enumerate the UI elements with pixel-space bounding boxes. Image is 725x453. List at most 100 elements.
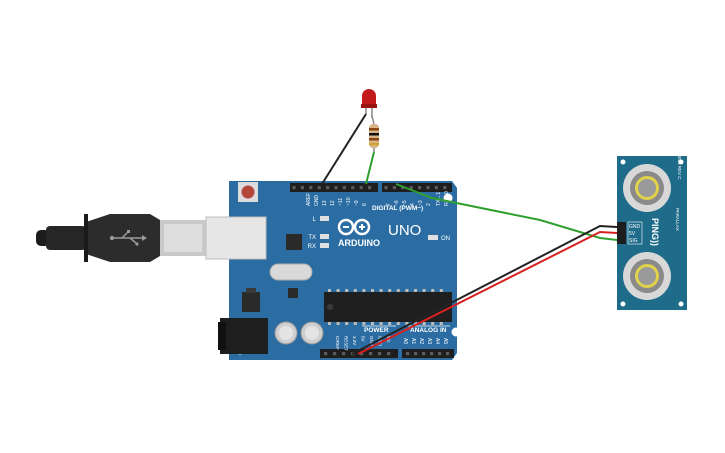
svg-text:5V: 5V: [629, 231, 636, 237]
digital-pin-label: ~5: [402, 200, 408, 206]
header-pin-hole[interactable]: [369, 352, 373, 356]
header-pin-hole[interactable]: [351, 186, 355, 190]
led-label-tx: TX: [308, 235, 316, 241]
header-pin-hole[interactable]: [326, 186, 330, 190]
header-pin-hole[interactable]: [414, 352, 418, 356]
digital-pin-label: ~6: [394, 200, 400, 206]
transducer-bottom: [623, 252, 671, 300]
header-pin-hole[interactable]: [378, 352, 382, 356]
small-chip: [288, 288, 298, 298]
microcontroller-chip: [324, 289, 452, 325]
usb-port: [205, 216, 267, 260]
analog-pin-label: A4: [434, 338, 440, 344]
wire-sensor-5v[interactable]: [357, 230, 618, 355]
mounting-hole: [451, 327, 461, 337]
header-pin-hole[interactable]: [360, 352, 364, 356]
analog-pin-label: A0: [402, 338, 408, 344]
analog-header: [402, 349, 454, 358]
sensor-pin-header: [617, 222, 626, 244]
analog-pin-label: A2: [418, 338, 424, 344]
digital-pin-label: ~10: [346, 197, 352, 206]
header-pin-hole[interactable]: [418, 186, 422, 190]
sensor-hole: [678, 159, 684, 165]
header-pin-hole[interactable]: [384, 186, 388, 190]
digital-pin-label: 4: [410, 203, 416, 206]
wire-sensor-gnd[interactable]: [351, 224, 618, 355]
digital-pin-label: AREF: [306, 193, 312, 206]
svg-text:SIG: SIG: [629, 238, 638, 244]
header-pin-hole[interactable]: [387, 352, 391, 356]
digital-pin-label: GND: [314, 195, 320, 207]
led-label-rx: RX: [308, 244, 316, 250]
digital-pin-label: ~11: [338, 198, 344, 206]
board-leds: L TX RX ON: [308, 216, 450, 250]
sensor-pin-labels: GND 5V SIG: [627, 221, 643, 245]
header-pin-hole[interactable]: [324, 352, 328, 356]
header-pin-hole[interactable]: [342, 186, 346, 190]
header-pin-hole[interactable]: [409, 186, 413, 190]
ultrasonic-sensor[interactable]: GND 5V SIG PING)) PARALLAX 28015 REV C: [617, 152, 687, 310]
header-pin-hole[interactable]: [438, 352, 442, 356]
power-pin-label: RESET: [344, 336, 349, 351]
header-pin-hole[interactable]: [446, 352, 450, 356]
power-pin-label: GND: [378, 336, 383, 347]
digital-header-right: [382, 183, 452, 192]
header-pin-hole[interactable]: [392, 186, 396, 190]
power-jack: [218, 318, 268, 354]
crystal: [269, 263, 313, 281]
header-pin-hole[interactable]: [359, 186, 363, 190]
header-pin-hole[interactable]: [292, 186, 296, 190]
header-pin-hole[interactable]: [317, 186, 321, 190]
power-pin-label: IOREF: [335, 336, 340, 350]
red-led[interactable]: [361, 89, 377, 118]
digital-pin-label: ~3: [418, 200, 424, 206]
header-pin-hole[interactable]: [443, 186, 447, 190]
digital-pin-label: ~9: [354, 200, 360, 206]
regulator: [242, 292, 260, 312]
digital-pin-label: 2: [426, 203, 432, 206]
wire-resistor-pin9[interactable]: [365, 151, 375, 185]
header-pin-hole[interactable]: [309, 186, 313, 190]
analog-pin-label: A5: [442, 338, 448, 344]
sensor-name: PING)): [650, 218, 660, 246]
power-pin-label: 5V: [361, 336, 366, 342]
analog-pin-label: A3: [426, 338, 432, 344]
wire-sig-pin7[interactable]: [395, 183, 618, 241]
model-label: UNO: [388, 222, 421, 239]
digital-pin-label: 12: [330, 200, 336, 206]
header-pin-hole[interactable]: [434, 186, 438, 190]
header-pin-hole[interactable]: [300, 186, 304, 190]
on-led-label: ON: [441, 236, 450, 242]
usb-cable[interactable]: [36, 214, 206, 262]
capacitor: [300, 321, 324, 345]
usb-icon: [109, 230, 147, 246]
header-pin-hole[interactable]: [333, 352, 337, 356]
power-header-label: POWER: [364, 327, 389, 334]
header-pin-hole[interactable]: [430, 352, 434, 356]
resistor[interactable]: [369, 115, 379, 152]
analog-header-label: ANALOG IN: [410, 327, 447, 334]
header-pin-hole[interactable]: [406, 352, 410, 356]
transducer-top: [623, 164, 671, 212]
header-pin-hole[interactable]: [426, 186, 430, 190]
wires: [321, 113, 618, 355]
arduino-logo-icon: [337, 218, 371, 236]
sensor-rev-text: 28015 REV C: [677, 152, 682, 180]
header-pin-hole[interactable]: [342, 352, 346, 356]
sensor-hole: [678, 301, 684, 307]
brand-label: ARDUINO: [338, 238, 380, 248]
reset-button[interactable]: [238, 182, 258, 202]
wire-led-gnd[interactable]: [321, 113, 367, 185]
digital-pin-label: 13: [322, 200, 328, 206]
header-pin-hole[interactable]: [422, 352, 426, 356]
svg-text:GND: GND: [629, 224, 641, 230]
header-pin-hole[interactable]: [334, 186, 338, 190]
digital-header-label: DIGITAL (PWM~): [372, 205, 423, 212]
power-pin-label: GND: [369, 336, 374, 347]
header-pin-hole[interactable]: [368, 186, 372, 190]
led-label-l: L: [313, 217, 317, 223]
usb-chip: [286, 234, 302, 250]
digital-pin-label: 7: [386, 203, 392, 206]
